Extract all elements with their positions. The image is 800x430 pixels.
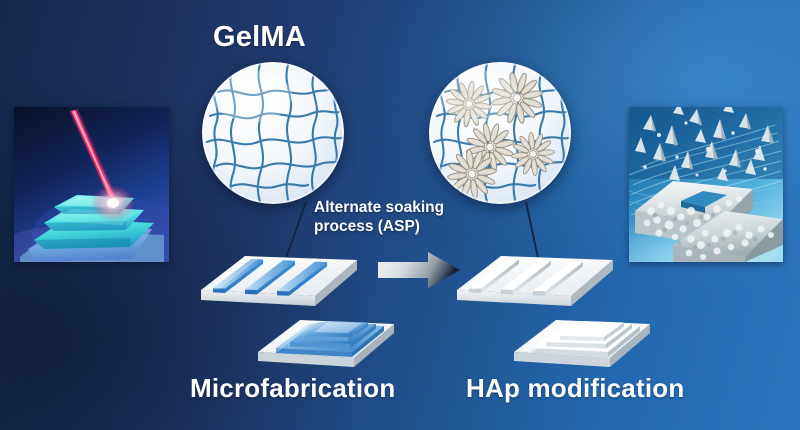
gelma-network-circle — [202, 62, 344, 204]
gelma-network-svg — [202, 62, 344, 204]
asp-process-label: Alternate soaking process (ASP) — [314, 199, 494, 237]
asp-line-2: process (ASP) — [314, 217, 420, 235]
granular-texture — [643, 196, 774, 260]
page-title: GelMA — [213, 21, 306, 53]
white-pyramid-svg — [514, 320, 650, 367]
blue-pyramid-svg — [258, 320, 394, 367]
hap-crystal-circle — [429, 62, 571, 204]
laser-microfabrication-photo — [14, 107, 169, 262]
asp-line-1: Alternate soaking — [314, 199, 445, 216]
hap-coated-stepped-pyramid — [512, 310, 652, 372]
hap-photo-svg — [629, 107, 783, 262]
blue-ridged-scaffold-svg — [201, 256, 357, 306]
connector-line-left — [285, 201, 307, 259]
hap-coated-scaffold-photo — [629, 107, 783, 262]
ridges — [213, 259, 327, 296]
laser-photo-svg — [14, 107, 169, 262]
connector-line-right — [525, 201, 539, 259]
crystal-flakes — [635, 107, 774, 181]
microfabricated-ridged-scaffold — [199, 246, 359, 314]
stage-label-hap-modification: HAp modification — [466, 373, 685, 403]
stage-label-microfabrication: Microfabrication — [190, 373, 396, 403]
white-ridged-scaffold-svg — [457, 256, 613, 306]
hap-crystal-svg — [429, 62, 571, 204]
process-arrow-icon — [378, 252, 460, 288]
microfabricated-stepped-pyramid — [256, 310, 396, 372]
hap-coated-ridged-scaffold — [455, 246, 615, 314]
